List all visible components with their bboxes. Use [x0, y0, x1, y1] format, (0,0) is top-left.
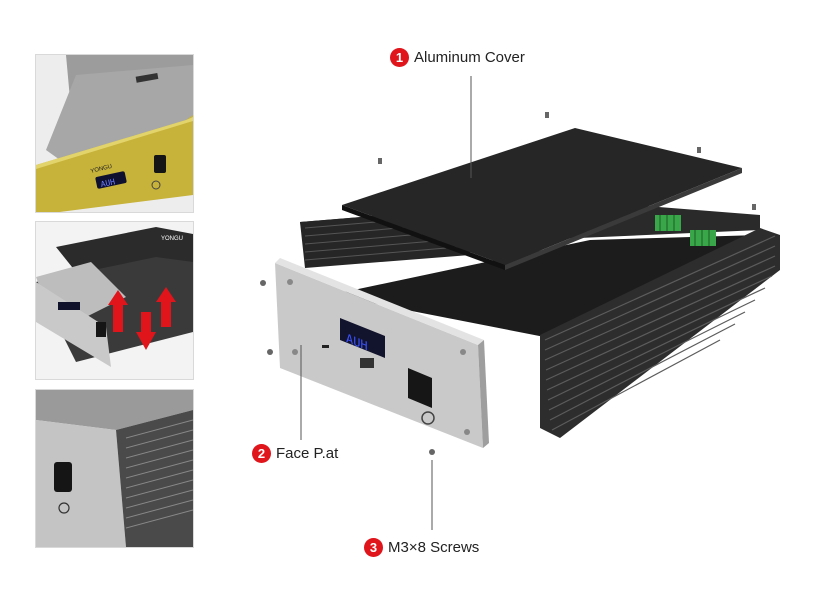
callout-label-3: M3×8 Screws — [388, 539, 480, 556]
callout-label-1: Aluminum Cover — [414, 49, 525, 66]
callout-aluminum-cover: 1 Aluminum Cover — [390, 48, 525, 67]
callout-number-3: 3 — [364, 538, 383, 557]
cover-removal-illustration: YONGU — [36, 222, 193, 379]
screws — [260, 112, 756, 455]
thumbnail-cover-removal[interactable]: YONGU — [35, 221, 194, 380]
thumb2-brand: YONGU — [161, 236, 183, 242]
thumbnail-side-view[interactable] — [35, 389, 194, 548]
terminal-blocks — [655, 215, 716, 246]
aluminum-cover — [342, 128, 742, 265]
callout-label-2: Face P.at — [276, 445, 339, 462]
side-view-illustration — [36, 390, 193, 547]
callout-screws: 3 M3×8 Screws — [364, 538, 479, 557]
thumb1-brand: YONGU — [90, 164, 113, 175]
callout-face-plate: 2 Face P.at — [252, 444, 338, 463]
right-heatsink — [540, 228, 780, 438]
gold-panel-illustration: AUH YONGU — [36, 55, 193, 212]
enclosure-floor — [330, 235, 760, 340]
thumbnail-gold-panel[interactable]: AUH YONGU — [35, 54, 194, 213]
face-plate: AUH — [275, 258, 489, 448]
thumb1-display-text: AUH — [100, 177, 116, 189]
callout-number-2: 2 — [252, 444, 271, 463]
callout-number-1: 1 — [390, 48, 409, 67]
fins — [125, 419, 193, 529]
